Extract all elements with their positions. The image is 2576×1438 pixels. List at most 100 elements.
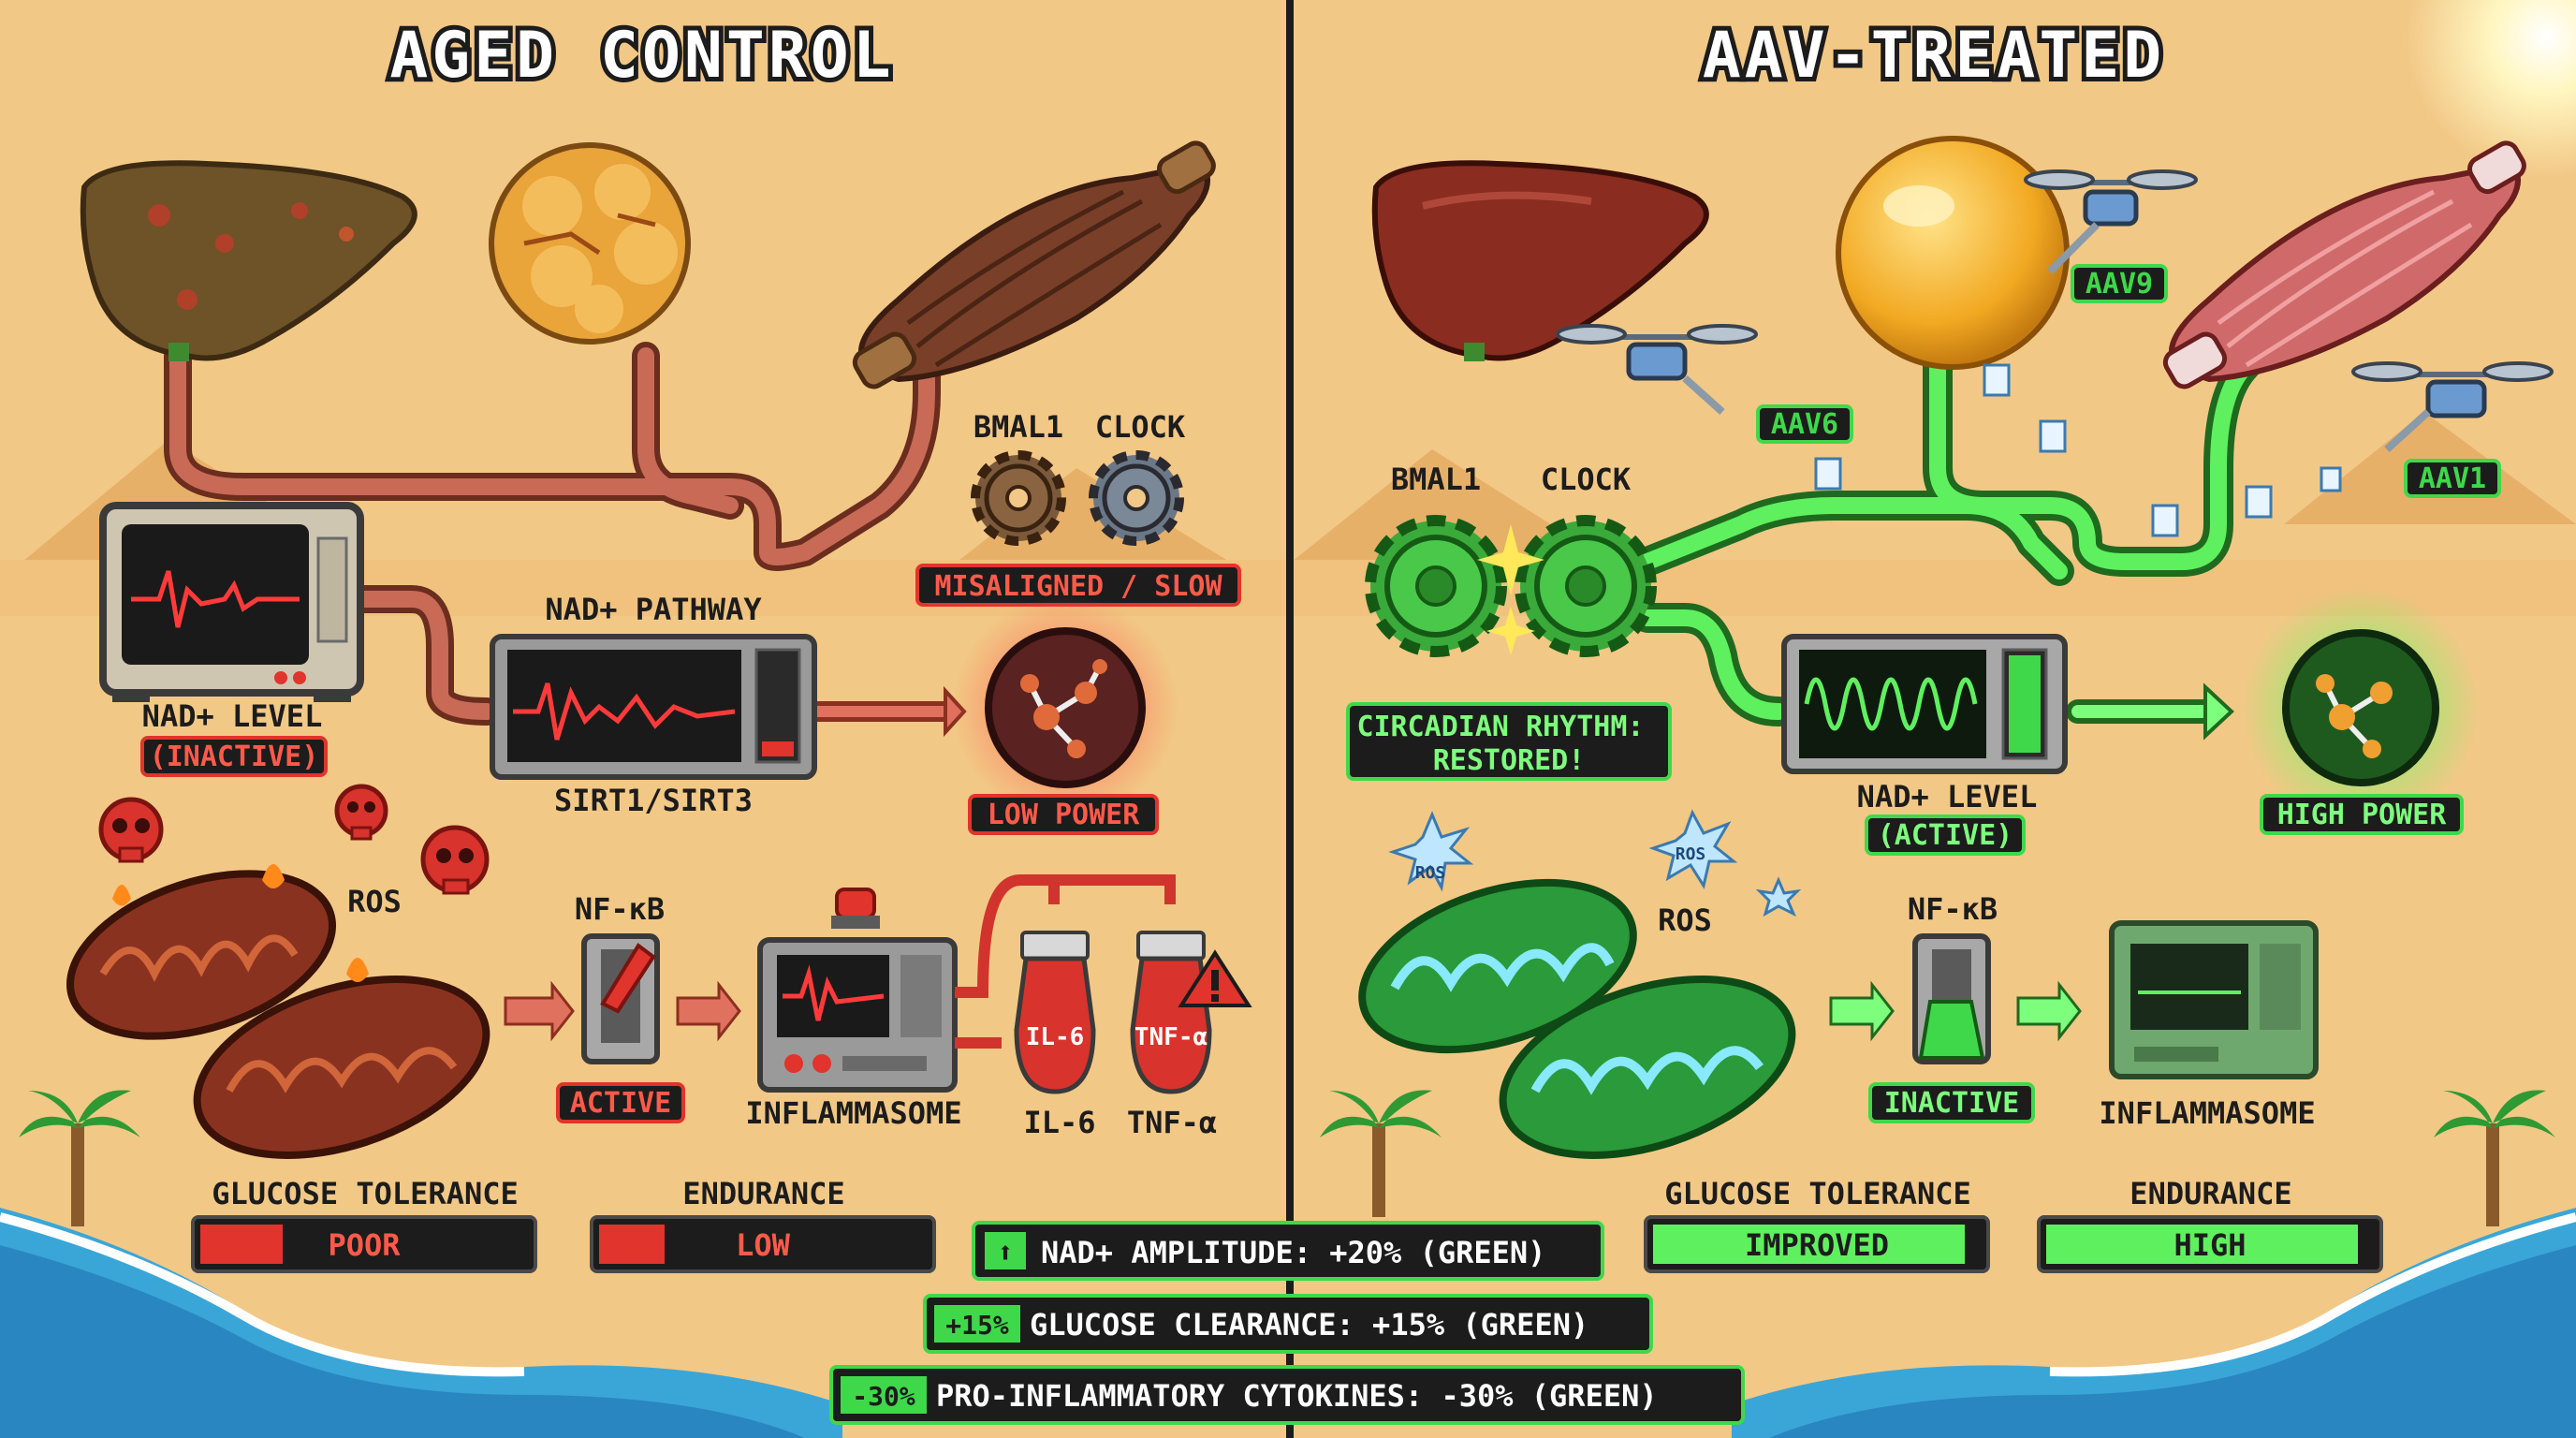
healthy-muscle-icon bbox=[2162, 140, 2526, 389]
right-panel-title: AAV-TREATED bbox=[1703, 19, 2165, 93]
inflammasome-machine-active bbox=[757, 888, 958, 1093]
damaged-mitochondria-icon bbox=[66, 864, 490, 1159]
summary-text-glucose: GLUCOSE CLEARANCE: +15% (GREEN) bbox=[1030, 1307, 1588, 1343]
nad-level-monitor bbox=[99, 502, 364, 702]
right-clock-label: CLOCK bbox=[1541, 462, 1632, 497]
summary-badge-nad: ⬆ bbox=[997, 1237, 1014, 1269]
ros-badge-text: ROS bbox=[1415, 863, 1446, 883]
aav1-text: AAV1 bbox=[2419, 462, 2486, 495]
healthy-mitochondria-icon bbox=[1358, 878, 1796, 1159]
palm-tree-right bbox=[2434, 1090, 2555, 1226]
aav6-tag bbox=[1756, 404, 1853, 444]
high-power-molecule-icon bbox=[2241, 588, 2481, 828]
nad-pathway-screen bbox=[490, 634, 817, 780]
nad-pathway-label: NAD+ PATHWAY bbox=[545, 592, 762, 627]
right-glucose-value: IMPROVED bbox=[1745, 1227, 1889, 1263]
nfkb-inactive-text: INACTIVE bbox=[1884, 1087, 2020, 1120]
healthy-liver-icon bbox=[1371, 160, 1709, 361]
left-glucose-bar-fill bbox=[200, 1225, 283, 1264]
left-panel-title: AGED CONTROL bbox=[389, 19, 894, 93]
summary-row-cytokines: -30% PRO-INFLAMMATORY CYTOKINES: -30% (G… bbox=[829, 1365, 1745, 1425]
summary-row-nad: ⬆ NAD+ AMPLITUDE: +20% (GREEN) bbox=[972, 1221, 1604, 1281]
right-inflammasome-label: INFLAMMASOME bbox=[2099, 1095, 2315, 1131]
summary-text-cytokines: PRO-INFLAMMATORY CYTOKINES: -30% (GREEN) bbox=[936, 1378, 1658, 1414]
left-glucose-label: GLUCOSE TOLERANCE bbox=[212, 1176, 519, 1211]
left-tubes bbox=[164, 342, 956, 726]
skull-icon bbox=[420, 825, 490, 895]
low-power-text: LOW POWER bbox=[988, 799, 1140, 831]
rusty-gear-clock-icon bbox=[1089, 450, 1184, 546]
left-nfkb-label: NF-κB bbox=[575, 891, 665, 927]
left-clock-label: CLOCK bbox=[1095, 409, 1186, 445]
right-tubes bbox=[1632, 350, 2261, 726]
aav9-drone-icon bbox=[2024, 169, 2198, 274]
summary-badge-glucose: +15% bbox=[945, 1310, 1009, 1341]
ros-star-icon: ROS bbox=[1648, 809, 1738, 889]
arrow-to-nfkb bbox=[504, 980, 575, 1042]
left-ros-label: ROS bbox=[347, 884, 402, 919]
right-endurance-bar-fill bbox=[2046, 1225, 2358, 1264]
nfkb-switch-off bbox=[1912, 933, 1991, 1064]
right-endurance-value: HIGH bbox=[2174, 1227, 2246, 1263]
il6-vial-text: IL-6 bbox=[1026, 1023, 1085, 1051]
aav6-drone-icon bbox=[1556, 324, 1758, 415]
left-panel: AGED CONTROL bbox=[66, 14, 1252, 1273]
left-nad-status-tag bbox=[140, 736, 328, 777]
aav9-text: AAV9 bbox=[2086, 268, 2153, 301]
left-endurance-bar-fill bbox=[599, 1225, 665, 1264]
summary-text-nad: NAD+ AMPLITUDE: +20% (GREEN) bbox=[1041, 1235, 1545, 1270]
nfkb-inactive-tag bbox=[1868, 1082, 2035, 1123]
nad-level-screen-active bbox=[1781, 634, 2068, 774]
green-arrow-to-nfkb bbox=[1829, 980, 1895, 1042]
right-panel: AAV-TREATED bbox=[1346, 14, 2554, 1273]
skull-icon bbox=[334, 784, 388, 841]
left-glucose-value: POOR bbox=[328, 1227, 401, 1263]
il6-vial-icon: IL-6 bbox=[1014, 931, 1096, 1094]
ros-star-icon: ROS bbox=[1388, 811, 1474, 892]
il6-label: IL-6 bbox=[1023, 1105, 1095, 1140]
circadian-tag bbox=[1346, 702, 1672, 781]
summary-row-glucose: +15% GLUCOSE CLEARANCE: +15% (GREEN) bbox=[923, 1294, 1653, 1354]
aav1-drone-icon bbox=[2351, 361, 2554, 452]
aav1-tag bbox=[2404, 459, 2501, 498]
right-nad-level-label: NAD+ LEVEL bbox=[1857, 779, 2038, 814]
aav6-text: AAV6 bbox=[1771, 408, 1838, 441]
ros-small-star-icon bbox=[1755, 876, 1802, 917]
right-glucose-bar-fill bbox=[1653, 1225, 1965, 1264]
sirt-label: SIRT1/SIRT3 bbox=[554, 783, 753, 818]
rusty-gear-bmal1-icon bbox=[971, 450, 1066, 546]
right-ros-label: ROS bbox=[1658, 902, 1712, 938]
left-endurance-bar-frame bbox=[590, 1215, 936, 1273]
aav9-tag bbox=[2071, 264, 2168, 303]
right-nad-status-tag bbox=[1865, 814, 2026, 856]
nfkb-active-tag bbox=[556, 1082, 685, 1123]
summary-panel: ⬆ NAD+ AMPLITUDE: +20% (GREEN) +15% GLUC… bbox=[829, 1221, 1745, 1425]
aged-adipose-icon bbox=[489, 142, 691, 345]
left-endurance-value: LOW bbox=[736, 1227, 791, 1263]
cytokine-pipes bbox=[955, 874, 1176, 1049]
left-endurance-label: ENDURANCE bbox=[682, 1176, 844, 1211]
palm-tree-center bbox=[1320, 1090, 1442, 1217]
skull-icon bbox=[98, 797, 164, 863]
left-nad-level-label: NAD+ LEVEL bbox=[142, 698, 323, 734]
right-nfkb-label: NF-κB bbox=[1908, 891, 1998, 927]
vector-particles bbox=[1814, 363, 2342, 537]
right-nad-status-text: (ACTIVE) bbox=[1878, 819, 2013, 852]
left-nad-status-text: (INACTIVE) bbox=[150, 741, 319, 773]
aged-muscle-icon bbox=[852, 140, 1216, 389]
aged-liver-icon bbox=[80, 160, 417, 361]
high-power-tag bbox=[2260, 794, 2464, 835]
low-power-molecule-icon bbox=[953, 595, 1178, 820]
arrow-to-inflammasome bbox=[676, 980, 741, 1042]
tnf-vial-icon: TNF-α bbox=[1130, 931, 1212, 1094]
tnf-label: TNF-α bbox=[1127, 1105, 1217, 1140]
green-arrow-to-inflammasome bbox=[2016, 980, 2082, 1042]
ros-badge-text: ROS bbox=[1676, 844, 1706, 864]
panel-divider bbox=[1286, 0, 1294, 1438]
tnf-vial-text: TNF-α bbox=[1134, 1023, 1208, 1051]
high-power-text: HIGH POWER bbox=[2277, 799, 2448, 831]
right-glucose-label: GLUCOSE TOLERANCE bbox=[1664, 1176, 1971, 1211]
left-inflammasome-label: INFLAMMASOME bbox=[745, 1095, 961, 1131]
summary-badge-cytokines: -30% bbox=[852, 1381, 915, 1412]
